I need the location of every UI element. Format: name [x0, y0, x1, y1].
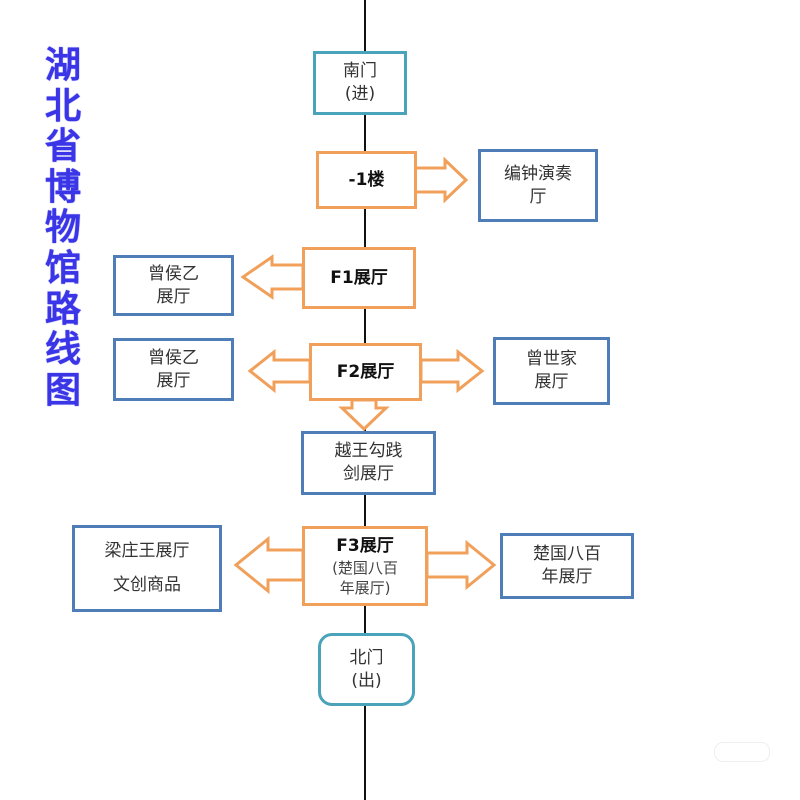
- floor-b1-node: -1楼: [316, 151, 417, 209]
- arrow-b1-to-bianzhong: [413, 156, 469, 204]
- f2-left-line2: 展厅: [156, 370, 191, 391]
- floor-f1-label: F1展厅: [330, 267, 388, 288]
- f1-left-line1: 曾侯乙: [148, 263, 199, 284]
- title-char: 省: [44, 126, 81, 168]
- floor-f2-node: F2展厅: [309, 343, 422, 401]
- title-char: 图: [44, 369, 81, 411]
- f3-left-line1: 梁庄王展厅: [104, 540, 190, 561]
- arrow-f1-to-left: [240, 254, 305, 300]
- f2-zenghouyi-hall-node: 曾侯乙 展厅: [113, 338, 234, 401]
- bianzhong-hall-line2: 厅: [529, 186, 547, 207]
- floor-f1-node: F1展厅: [302, 247, 416, 309]
- floor-f3-label: F3展厅: [336, 535, 394, 556]
- title-char: 路: [44, 288, 81, 330]
- title-char: 馆: [44, 247, 81, 289]
- f2-right-line2: 展厅: [534, 372, 569, 392]
- f2-left-line1: 曾侯乙: [148, 347, 199, 368]
- title-char: 物: [44, 207, 81, 249]
- floor-f3-sub1: (楚国八百: [332, 558, 398, 577]
- floor-b1-label: -1楼: [348, 169, 385, 190]
- north-gate-label: 北门: [349, 647, 384, 668]
- north-gate-sub: (出): [351, 670, 382, 691]
- north-gate-node: 北门 (出): [318, 633, 415, 706]
- goujian-line2: 剑展厅: [343, 464, 394, 484]
- bianzhong-hall-line1: 编钟演奏: [504, 163, 572, 184]
- chu-800-years-hall-node: 楚国八百 年展厅: [500, 533, 634, 599]
- f1-zenghouyi-hall-node: 曾侯乙 展厅: [113, 255, 234, 316]
- floor-f3-sub2: 年展厅): [339, 578, 391, 597]
- goujian-sword-hall-node: 越王勾践 剑展厅: [301, 431, 436, 495]
- south-gate-node: 南门 (进): [313, 51, 407, 115]
- bianzhong-hall-node: 编钟演奏 厅: [478, 149, 598, 222]
- floor-f3-node: F3展厅 (楚国八百 年展厅): [302, 526, 428, 606]
- title-char: 湖: [44, 45, 81, 86]
- f3-left-line2: 文创商品: [113, 575, 181, 596]
- arrow-f3-to-left: [233, 535, 305, 595]
- f2-right-line1: 曾世家: [526, 349, 577, 369]
- liangzhuang-wang-hall-node: 梁庄王展厅 文创商品: [72, 525, 222, 612]
- title-char: 线: [44, 329, 81, 371]
- floor-f2-label: F2展厅: [336, 361, 395, 382]
- f3-right-line2: 年展厅: [541, 567, 593, 587]
- arrow-f2-to-right: [419, 348, 485, 394]
- arrow-f3-to-right: [425, 539, 497, 591]
- south-gate-label: 南门: [343, 61, 377, 81]
- south-gate-sub: (进): [344, 84, 376, 104]
- watermark-badge: [714, 742, 770, 762]
- f3-right-line1: 楚国八百: [533, 544, 601, 564]
- goujian-line1: 越王勾践: [334, 441, 403, 461]
- f1-left-line2: 展厅: [156, 286, 191, 307]
- arrow-f2-to-left: [247, 348, 312, 394]
- title-char: 博: [44, 166, 81, 208]
- zeng-family-hall-node: 曾世家 展厅: [493, 337, 610, 405]
- diagram-title: 湖 北 省 博 物 馆 路 线 图: [38, 45, 88, 411]
- title-char: 北: [44, 85, 81, 127]
